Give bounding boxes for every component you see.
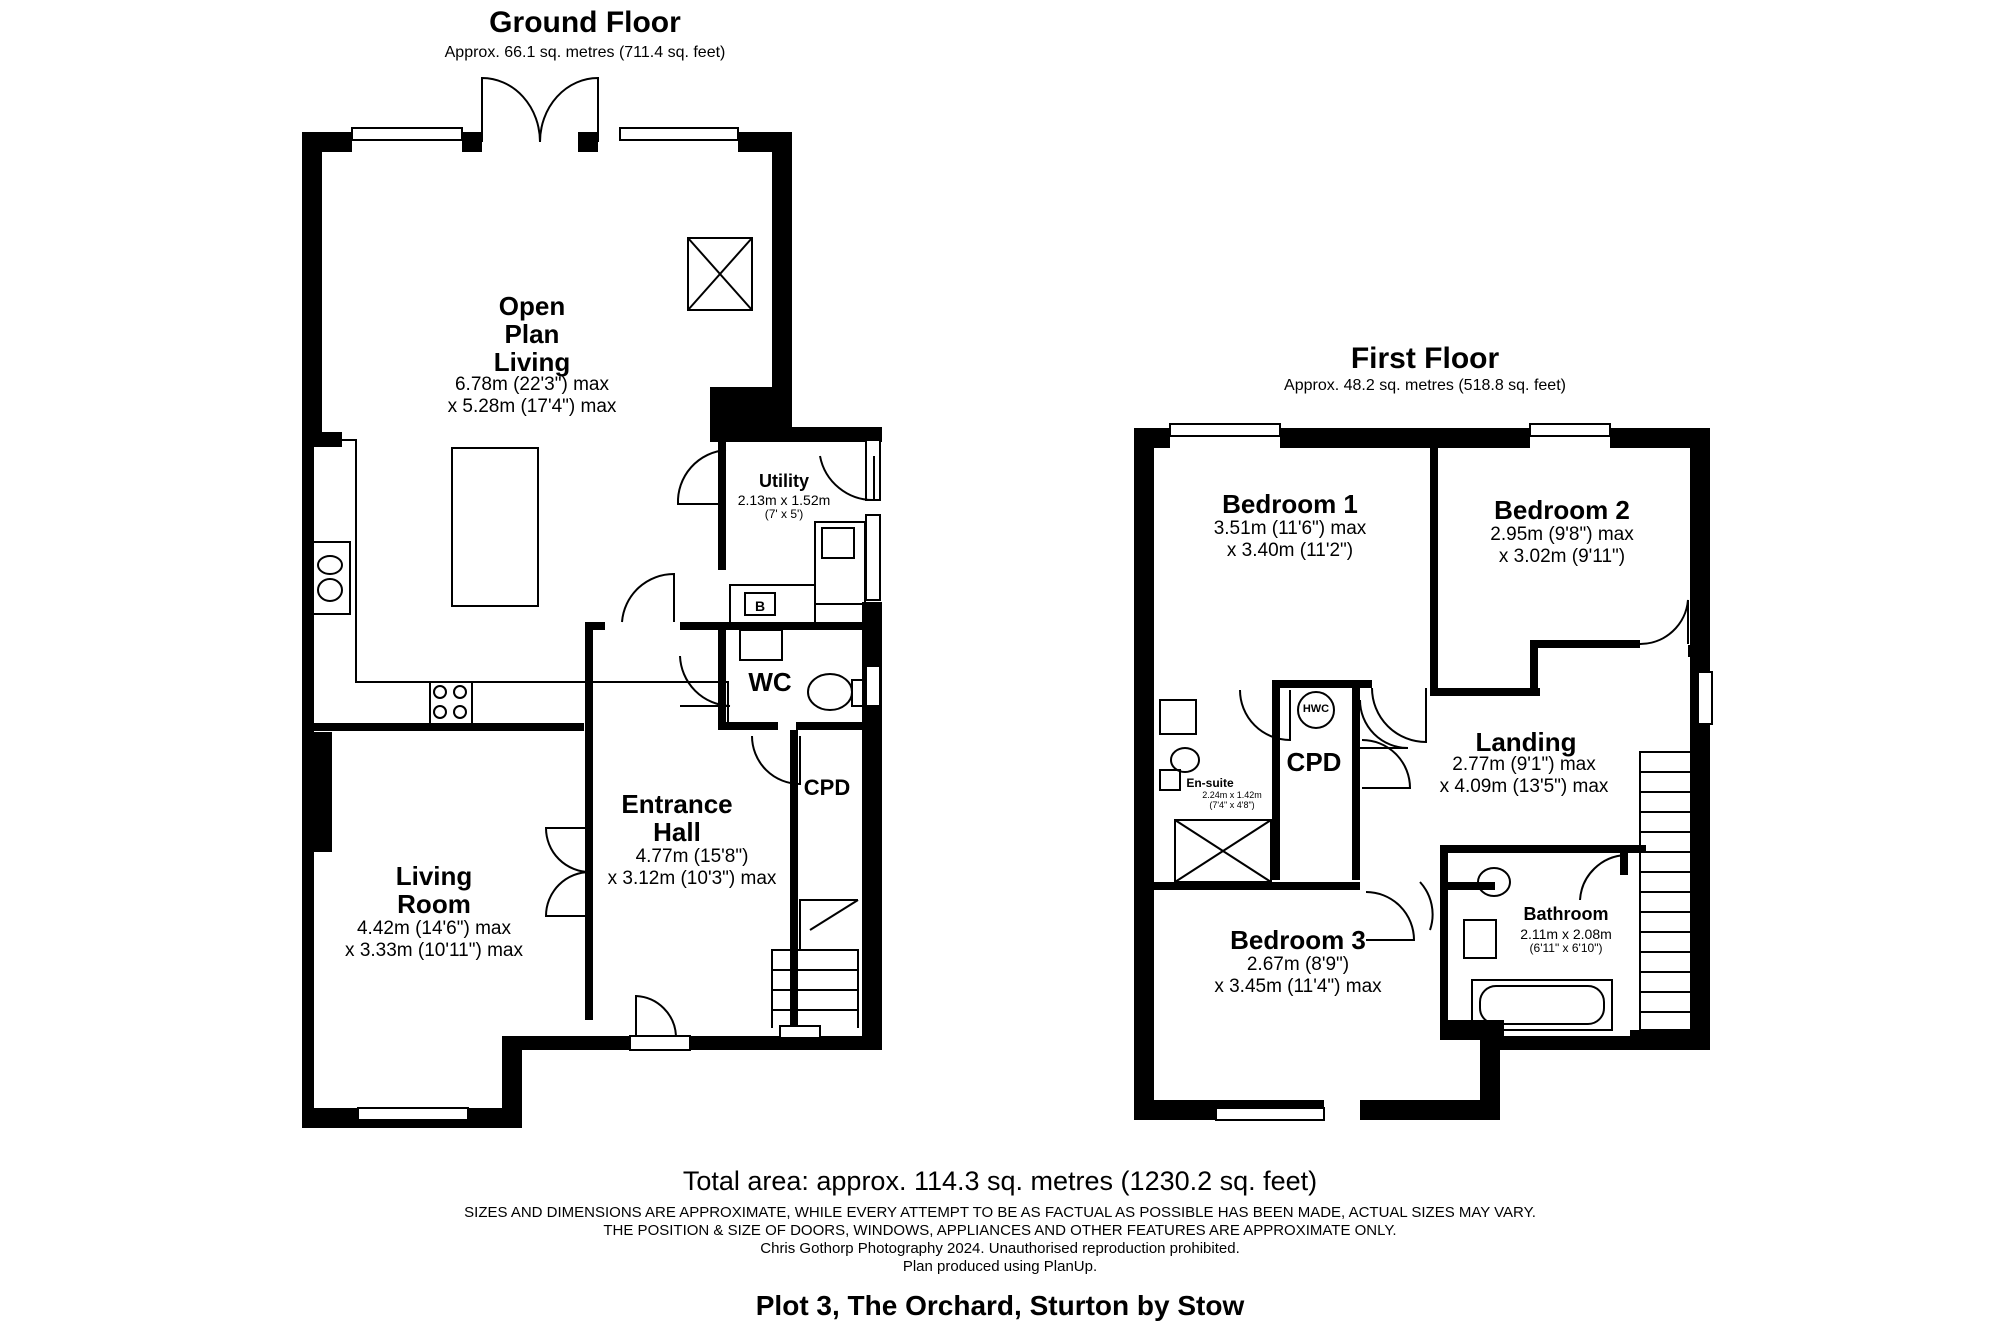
landing-dim-1: 2.77m (9'1") max: [1452, 754, 1596, 775]
living-room-name: Living Room: [396, 862, 473, 918]
bedroom-2-name: Bedroom 2: [1494, 495, 1630, 525]
living-room-name-line-2: Room: [397, 889, 471, 919]
utility-dim-2: (7' x 5'): [764, 507, 804, 521]
landing-name: Landing: [1475, 727, 1577, 757]
utility-name: Utility: [758, 471, 810, 491]
living-room-dim-1: 4.42m (14'6") max: [356, 918, 511, 939]
utility-dimensions: 2.13m x 1.52m (7' x 5'): [738, 492, 831, 521]
open-plan-dimensions: 6.78m (22'3") max x 5.28m (17'4") max: [448, 374, 617, 418]
entrance-hall-name-line-1: Entrance: [621, 789, 733, 819]
bedroom-1-dim-1: 3.51m (11'6") max: [1213, 518, 1367, 539]
living-room-dim-2: x 3.33m (10'11") max: [345, 940, 523, 961]
bedroom-2-dimensions: 2.95m (9'8") max x 3.02m (9'11"): [1490, 524, 1633, 568]
disclaimer: SIZES AND DIMENSIONS ARE APPROXIMATE, WH…: [464, 1204, 1536, 1276]
bedroom-3-name: Bedroom 3: [1230, 925, 1366, 955]
bedroom-3-dim-2: x 3.45m (11'4") max: [1214, 976, 1382, 997]
entrance-hall-name-line-2: Hall: [653, 817, 701, 847]
disclaimer-line-1: SIZES AND DIMENSIONS ARE APPROXIMATE, WH…: [464, 1204, 1536, 1221]
disclaimer-line-2: THE POSITION & SIZE OF DOORS, WINDOWS, A…: [603, 1222, 1397, 1239]
first-floor-title: First Floor: [1350, 342, 1500, 375]
wc-name: WC: [748, 667, 792, 697]
ground-cpd-name: CPD: [803, 775, 851, 800]
boiler-label: B: [754, 598, 766, 614]
entrance-hall-dim-1: 4.77m (15'8"): [635, 846, 749, 867]
entrance-hall-name: Entrance Hall: [621, 790, 732, 846]
ground-floor-walls: [302, 132, 882, 1128]
ground-floor-area: Approx. 66.1 sq. metres (711.4 sq. feet): [444, 44, 726, 61]
disclaimer-line-3: Chris Gothorp Photography 2024. Unauthor…: [760, 1240, 1240, 1257]
bedroom-2-dim-2: x 3.02m (9'11"): [1498, 546, 1626, 567]
hwc-label: HWC: [1302, 703, 1330, 715]
bathroom-name: Bathroom: [1523, 904, 1609, 924]
bedroom-1-dim-2: x 3.40m (11'2"): [1226, 540, 1354, 561]
open-plan-name: Open Plan Living: [494, 292, 571, 376]
living-room-name-line-1: Living: [395, 861, 473, 891]
utility-dim-1: 2.13m x 1.52m: [737, 492, 831, 508]
first-cpd-name: CPD: [1286, 747, 1342, 777]
ensuite-dimensions: 2.24m x 1.42m (7'4" x 4'8"): [1202, 790, 1262, 810]
disclaimer-line-4: Plan produced using PlanUp.: [902, 1258, 1098, 1275]
bathroom-dim-2: (6'11" x 6'10"): [1529, 941, 1603, 955]
ensuite-name: En-suite: [1186, 776, 1234, 790]
bathroom-dimensions: 2.11m x 2.08m (6'11" x 6'10"): [1520, 926, 1612, 955]
landing-dimensions: 2.77m (9'1") max x 4.09m (13'5") max: [1440, 754, 1609, 798]
bathroom-dim-1: 2.11m x 2.08m: [1520, 926, 1612, 942]
total-area: Total area: approx. 114.3 sq. metres (12…: [682, 1166, 1318, 1196]
bedroom-3-dimensions: 2.67m (8'9") x 3.45m (11'4") max: [1214, 954, 1381, 998]
bedroom-2-dim-1: 2.95m (9'8") max: [1490, 524, 1634, 545]
open-plan-name-line-3: Living: [493, 347, 571, 377]
entrance-hall-dimensions: 4.77m (15'8") x 3.12m (10'3") max: [608, 846, 777, 890]
entrance-hall-dim-2: x 3.12m (10'3") max: [607, 868, 777, 889]
property-address: Plot 3, The Orchard, Sturton by Stow: [755, 1290, 1245, 1321]
ensuite-dim-2: (7'4" x 4'8"): [1209, 800, 1255, 810]
ground-floor-title: Ground Floor: [489, 6, 681, 39]
bedroom-1-dimensions: 3.51m (11'6") max x 3.40m (11'2"): [1214, 518, 1367, 562]
living-room-dimensions: 4.42m (14'6") max x 3.33m (10'11") max: [345, 918, 523, 962]
bedroom-3-dim-1: 2.67m (8'9"): [1246, 954, 1350, 975]
ensuite-dim-1: 2.24m x 1.42m: [1202, 790, 1262, 800]
first-floor-area: Approx. 48.2 sq. metres (518.8 sq. feet): [1284, 377, 1566, 394]
open-plan-dim-1: 6.78m (22'3") max: [454, 374, 609, 395]
open-plan-name-line-1: Open: [498, 291, 566, 321]
open-plan-name-line-2: Plan: [504, 319, 560, 349]
landing-dim-2: x 4.09m (13'5") max: [1439, 776, 1609, 797]
bedroom-1-name: Bedroom 1: [1222, 489, 1358, 519]
open-plan-dim-2: x 5.28m (17'4") max: [447, 396, 617, 417]
